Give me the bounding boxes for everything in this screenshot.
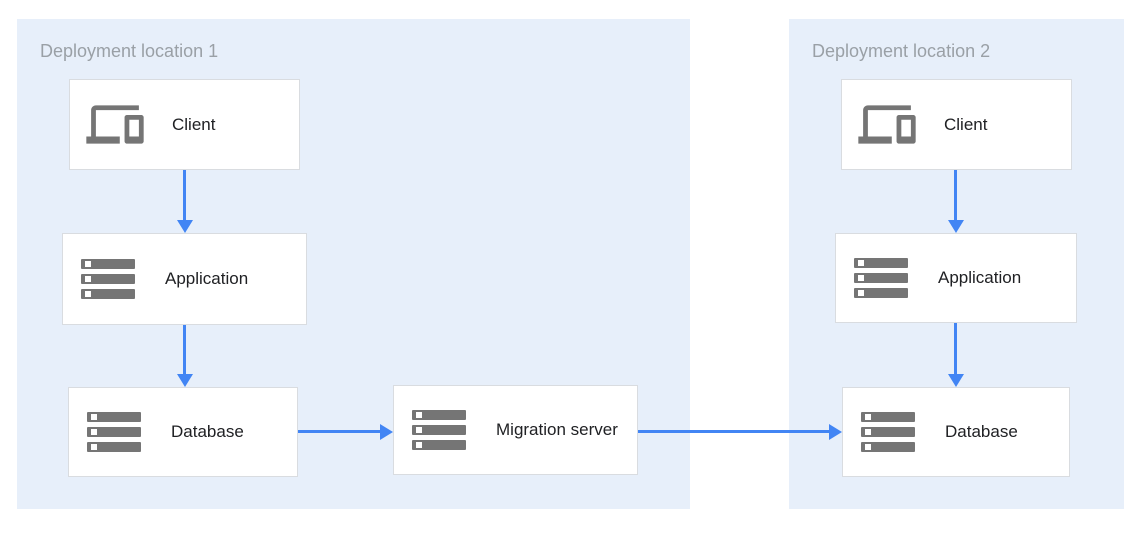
arrow-application2-to-database2 bbox=[954, 323, 957, 374]
server-stack-icon bbox=[852, 258, 910, 298]
arrow-database1-to-migration-server bbox=[298, 430, 380, 433]
node-application-location2: Application bbox=[835, 233, 1077, 323]
node-label: Migration server bbox=[496, 420, 618, 440]
node-migration-server: Migration server bbox=[393, 385, 638, 475]
devices-icon bbox=[858, 103, 916, 146]
node-label: Application bbox=[938, 268, 1022, 288]
server-stack-icon bbox=[79, 259, 137, 299]
deployment-location-1-title: Deployment location 1 bbox=[40, 41, 219, 61]
node-application-location1: Application bbox=[62, 233, 307, 325]
node-label: Database bbox=[171, 422, 244, 442]
arrow-application1-to-database1 bbox=[183, 325, 186, 374]
arrow-migration-server-to-database2 bbox=[638, 430, 829, 433]
node-label: Client bbox=[172, 114, 216, 134]
arrow-client2-to-application2 bbox=[954, 170, 957, 220]
node-database-location2: Database bbox=[842, 387, 1070, 477]
server-stack-icon bbox=[410, 410, 468, 450]
node-label: Database bbox=[945, 422, 1018, 442]
server-stack-icon bbox=[859, 412, 917, 452]
arrow-client1-to-application1 bbox=[183, 170, 186, 220]
node-client-location1: Client bbox=[69, 79, 300, 170]
node-database-location1: Database bbox=[68, 387, 298, 477]
node-label: Application bbox=[165, 269, 249, 289]
deployment-location-2-title: Deployment location 2 bbox=[812, 41, 991, 61]
server-stack-icon bbox=[85, 412, 143, 452]
node-label: Client bbox=[944, 114, 988, 134]
node-client-location2: Client bbox=[841, 79, 1072, 170]
devices-icon bbox=[86, 103, 144, 146]
